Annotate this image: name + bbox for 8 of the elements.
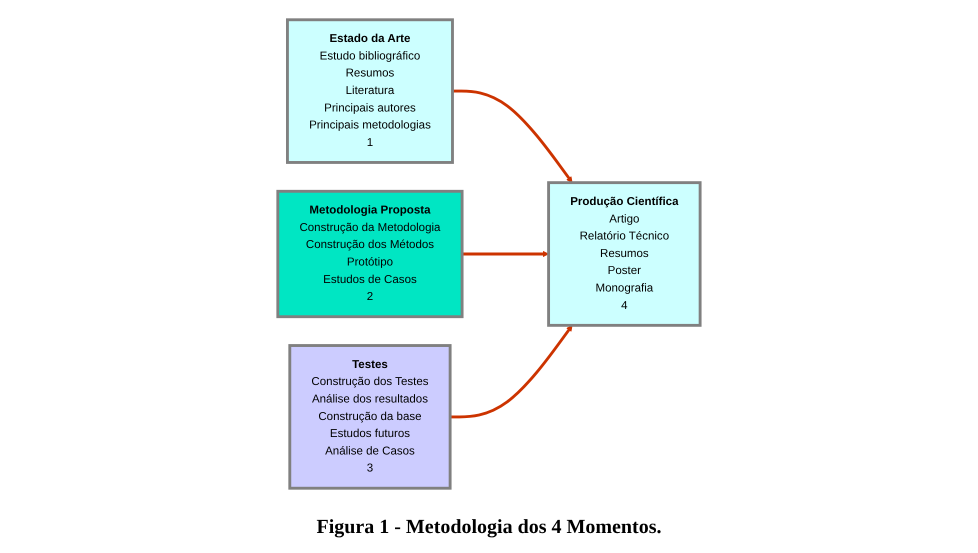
node-box: Testes Construção dos Testes Análise dos resultados Construção da base Estudos futuros Análise de Casos 3 (288, 344, 452, 490)
node-box: Metodologia Proposta Construção da Metodologia Construção dos Métodos Protótipo Estudos de Casos 2 (276, 190, 464, 318)
arrow (462, 250, 549, 258)
arrow (450, 325, 573, 418)
node-box: Estado da Arte Estudo bibliográfico Resumos Literatura Principais autores Principais metodologias 1 (286, 18, 454, 164)
figure-caption: Figura 1 - Metodologia dos 4 Momentos. (316, 516, 662, 539)
node-box: Produção Científica Artigo Relatório Técnico Resumos Poster Monografia 4 (547, 181, 702, 327)
arrow (452, 90, 573, 183)
